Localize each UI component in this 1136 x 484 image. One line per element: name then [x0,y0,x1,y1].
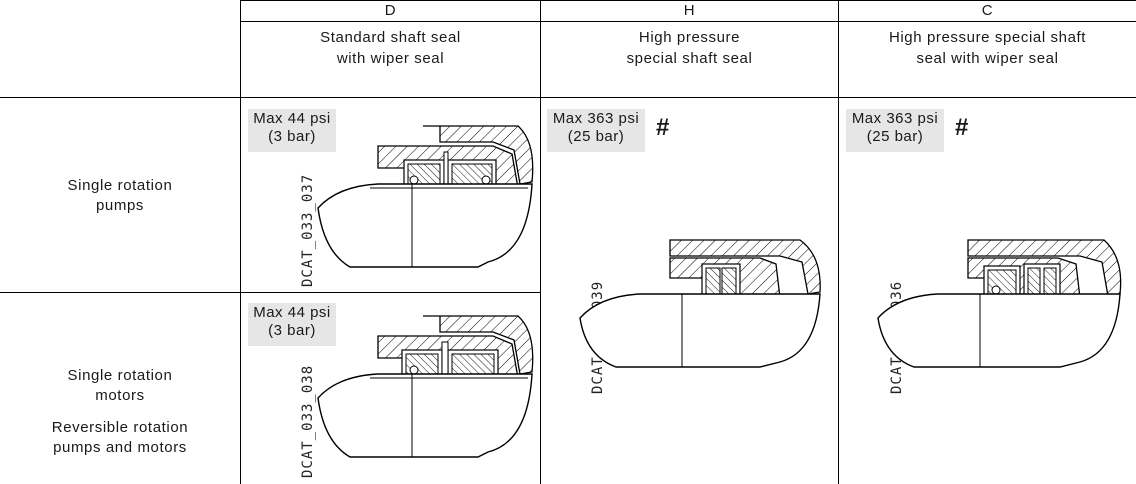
row-label-line: Single rotation [67,177,173,194]
drawing-code-d-row2: DCAT_033_038 [300,364,316,478]
column-description-line: High pressure special shaft [888,29,1087,46]
shaft-seal-drawing-d-row2 [317,315,534,458]
shaft-seal-drawing-h [579,239,821,368]
grid-col-line-3 [838,0,839,484]
pressure-bar: (25 bar) [567,128,625,145]
column-description-h: High pressure special shaft seal [541,27,838,69]
hash-marker-c: # [955,114,969,141]
grid-row-divider [0,292,540,293]
column-header-d: D [241,0,540,21]
column-description-d: Standard shaft seal with wiper seal [241,27,540,69]
column-description-line: Standard shaft seal [320,29,461,46]
column-description-line: with wiper seal [336,50,445,67]
column-code: D [384,2,397,19]
pressure-psi: Max 44 psi [253,304,331,321]
row-label-line: motors [95,387,145,404]
pressure-bar: (3 bar) [268,128,316,145]
column-description-line: special shaft seal [626,50,753,67]
shaft-seal-drawing-d-row1 [317,125,534,268]
hash-marker-h: # [656,114,670,141]
column-header-h: H [541,0,838,21]
grid-body-top-line [0,97,1136,98]
pressure-box-c: Max 363 psi (25 bar) [846,109,944,152]
pressure-psi: Max 363 psi [552,110,640,127]
row-label-line: pumps [95,197,145,214]
pressure-bar: (3 bar) [268,322,316,339]
column-header-c: C [839,0,1136,21]
column-code: H [683,2,696,19]
column-description-c: High pressure special shaft seal with wi… [839,27,1136,69]
shaft-seal-drawing-c [877,239,1122,368]
row-label-motors: Single rotation motors Reversible rotati… [0,366,240,458]
pressure-psi: Max 363 psi [851,110,939,127]
grid-header-line [240,21,1136,22]
pressure-box-d-row1: Max 44 psi (3 bar) [248,109,336,152]
column-description-line: High pressure [638,29,741,46]
column-code: C [981,2,994,19]
row-label-line: Single rotation [67,367,173,384]
grid-col-line-1 [240,0,241,484]
pressure-box-h: Max 363 psi (25 bar) [547,109,645,152]
pressure-box-d-row2: Max 44 psi (3 bar) [248,303,336,346]
grid-col-line-2 [540,0,541,484]
row-label-line: pumps and motors [53,439,187,456]
drawing-code-d-row1: DCAT_033_037 [300,173,316,287]
pressure-psi: Max 44 psi [253,110,331,127]
grid-top-line [240,0,1136,1]
row-label-single-rotation-pumps: Single rotation pumps [0,176,240,216]
row-label-line: Reversible rotation [51,419,189,436]
pressure-bar: (25 bar) [866,128,924,145]
column-description-line: seal with wiper seal [916,50,1059,67]
